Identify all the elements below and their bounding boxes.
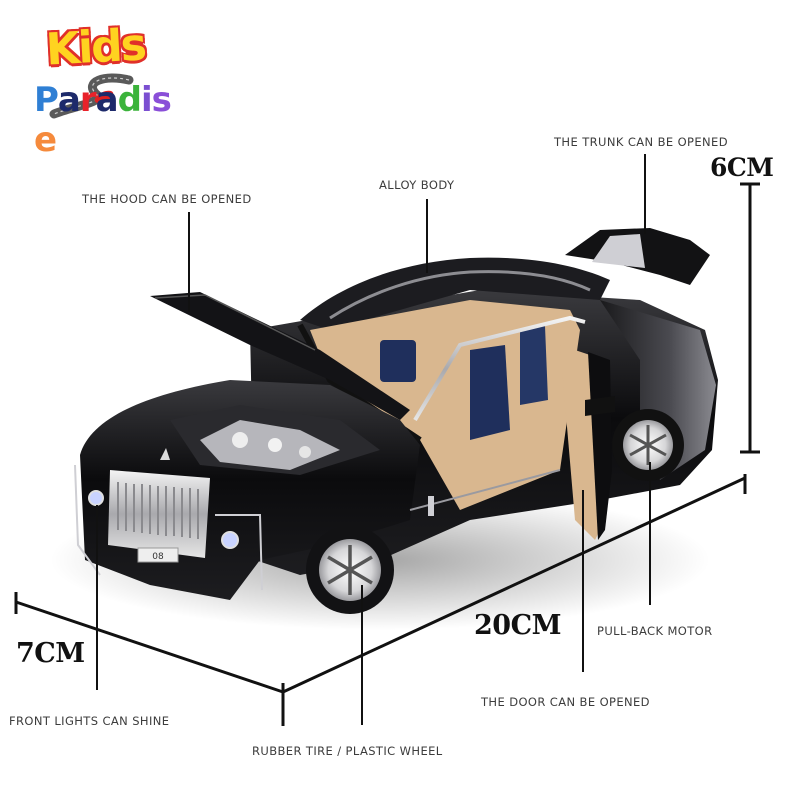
license-plate: [137, 547, 179, 563]
kids-paradise-logo: Kids Paradise: [34, 19, 174, 160]
seat-insert: [380, 340, 416, 382]
front-wheel-spokes: [327, 545, 373, 595]
width-dimension-label: 7CM: [16, 638, 85, 669]
alloy-body-callout: ALLOY BODY: [379, 178, 455, 192]
open-door-panel: [560, 345, 605, 540]
hood-ornament: [160, 448, 170, 460]
logo-letter: a: [57, 80, 81, 120]
logo-letter: P: [34, 80, 59, 120]
seat-insert-front: [470, 345, 510, 440]
side-badge: [428, 496, 434, 516]
motor-callout: PULL-BACK MOTOR: [597, 624, 713, 638]
logo-letter: s: [151, 80, 172, 120]
height-dimension-label: 6CM: [710, 153, 774, 182]
car-rear-quarter: [600, 300, 716, 480]
front-lights-callout: FRONT LIGHTS CAN SHINE: [9, 714, 170, 728]
door-callout: THE DOOR CAN BE OPENED: [481, 695, 650, 709]
grille-slats: [117, 482, 199, 539]
tire-callout: RUBBER TIRE / PLASTIC WHEEL: [252, 744, 443, 758]
headlight-right: [221, 531, 239, 549]
hood-callout: THE HOOD CAN BE OPENED: [82, 192, 252, 206]
license-plate-text: 08: [152, 552, 164, 562]
road-icon: [49, 73, 134, 119]
logo-letter: i: [140, 80, 153, 120]
interior: [310, 300, 580, 510]
engine-chrome: [200, 420, 340, 470]
logo-letter: r: [79, 80, 97, 120]
logo-letter: d: [117, 80, 142, 120]
width-dimension-line: [15, 600, 284, 694]
rear-wheel-spokes: [629, 425, 667, 465]
length-dimension-line: [282, 476, 746, 694]
rear-window: [592, 234, 645, 268]
logo-letter: a: [95, 80, 119, 120]
open-hood: [150, 292, 410, 420]
logo-letter: e: [34, 120, 57, 160]
logo-paradise-text: Paradis e: [34, 80, 174, 160]
length-dimension-label: 20CM: [474, 610, 561, 641]
trunk-callout: THE TRUNK CAN BE OPENED: [554, 135, 728, 149]
